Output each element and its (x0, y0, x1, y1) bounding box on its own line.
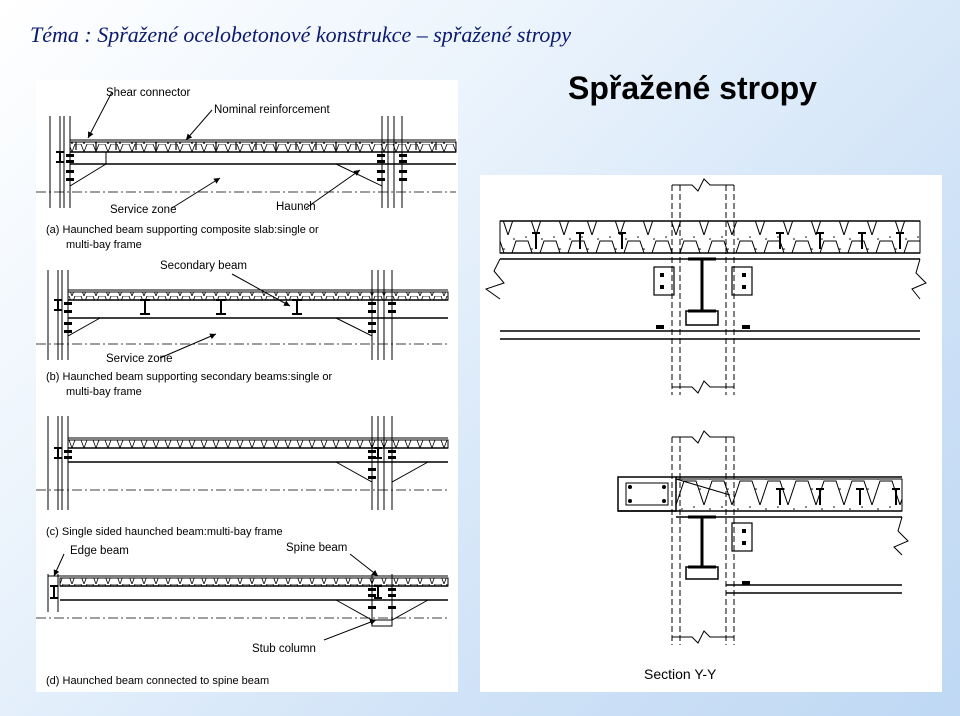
caption-d: (d) Haunched beam connected to spine bea… (46, 675, 269, 687)
edge-beam-label: Edge beam (70, 545, 129, 557)
section-lower (617, 430, 909, 645)
section-figure: Section Y-Y (480, 175, 942, 692)
secondary-beam-label: Secondary beam (160, 260, 247, 272)
spine-beam-label: Spine beam (286, 542, 347, 554)
slide-heading: Spřažené stropy (568, 70, 817, 106)
topic-title: Téma : Spřažené ocelobetonové konstrukce… (30, 22, 572, 47)
caption-b-line2: multi-bay frame (66, 386, 142, 398)
shear-connector-label: Shear connector (106, 87, 191, 99)
section-upper (484, 178, 927, 395)
nominal-reinforcement-label: Nominal reinforcement (214, 104, 330, 116)
diagram-c (36, 416, 449, 510)
service-zone-b-label: Service zone (106, 353, 172, 365)
service-zone-a-label: Service zone (110, 204, 176, 216)
caption-a-line2: multi-bay frame (66, 239, 142, 251)
caption-b-line1: (b) Haunched beam supporting secondary b… (46, 371, 332, 383)
haunch-label: Haunch (276, 201, 316, 213)
caption-c: (c) Single sided haunched beam:multi-bay… (46, 526, 283, 538)
caption-a-line1: (a) Haunched beam supporting composite s… (46, 224, 319, 236)
diagram-b (36, 270, 449, 360)
diagram-d (36, 553, 449, 641)
diagram-a (36, 91, 457, 209)
stub-column-label: Stub column (252, 643, 316, 655)
section-yy-label: Section Y-Y (644, 666, 717, 682)
haunched-beam-figure: Shear connector Nominal reinforcement Se… (36, 80, 458, 692)
